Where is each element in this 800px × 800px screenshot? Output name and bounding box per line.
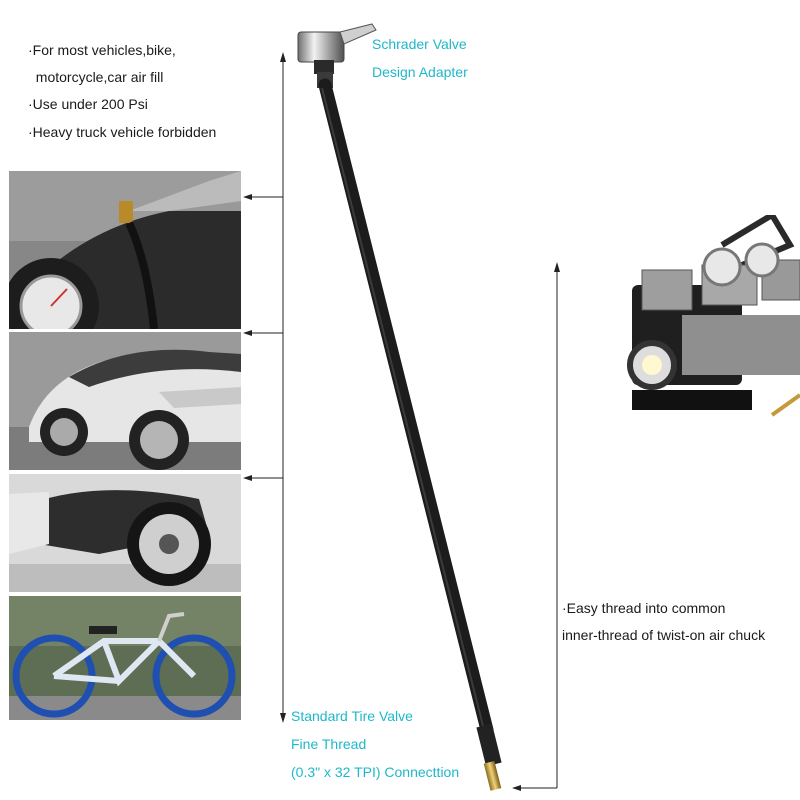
schrader-valve-label-2: Design Adapter	[372, 64, 468, 80]
tire-valve-label-3: (0.3" x 32 TPI) Connecttion	[291, 764, 460, 780]
arrow-up-left	[280, 52, 286, 62]
tire-valve-photo	[9, 171, 241, 329]
arrow-to-moto-photo	[243, 475, 252, 481]
feature-line-4: ·Heavy truck vehicle forbidden	[28, 124, 217, 140]
bicycle-photo	[9, 596, 241, 720]
car-photo	[9, 332, 241, 470]
air-chuck-note-2: inner-thread of twist-on air chuck	[562, 627, 766, 643]
schrader-chuck-icon	[297, 23, 377, 88]
motorcycle-photo	[9, 474, 241, 592]
arrow-down-left	[280, 713, 286, 723]
feature-line-3: ·Use under 200 Psi	[28, 96, 148, 112]
arrow-to-tire-photo	[243, 194, 252, 200]
schrader-valve-label-1: Schrader Valve	[372, 36, 467, 52]
arrow-up-right	[554, 262, 560, 272]
tire-valve-connector-icon	[476, 723, 502, 791]
feature-line-1: ·For most vehicles,bike,	[28, 42, 176, 58]
tire-valve-label-2: Fine Thread	[291, 736, 367, 752]
tire-valve-label-1: Standard Tire Valve	[291, 708, 413, 724]
feature-line-2: motorcycle,car air fill	[28, 69, 164, 85]
arrow-to-valve	[512, 785, 521, 791]
arrow-to-car-photo	[243, 330, 252, 336]
air-compressor-photo	[622, 210, 800, 430]
air-chuck-note-1: ·Easy thread into common	[562, 600, 726, 616]
